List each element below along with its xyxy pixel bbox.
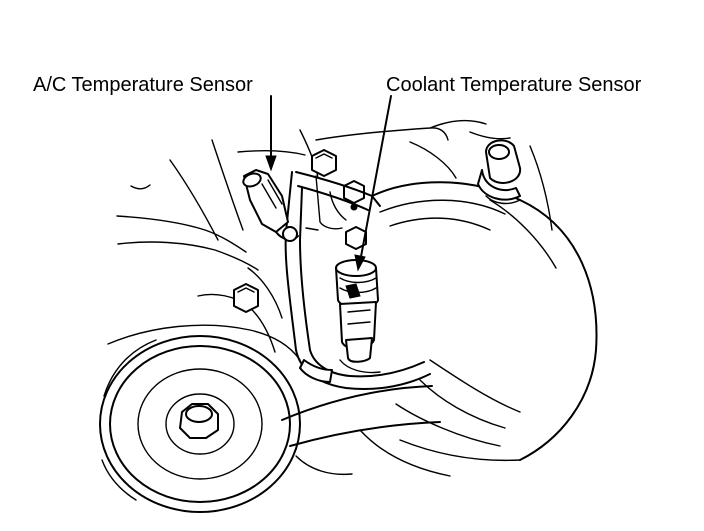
bolt-left xyxy=(233,283,259,313)
ac-sensor-leader xyxy=(265,95,277,172)
breather-elbow xyxy=(477,139,522,205)
bolt-lower xyxy=(345,226,367,250)
water-outlet-housing xyxy=(284,171,431,391)
bolt-mid xyxy=(343,180,365,211)
coolant-sensor-leader xyxy=(354,95,392,272)
ac-temperature-sensor xyxy=(242,169,299,242)
engine-block-outline xyxy=(107,119,598,477)
coolant-temperature-sensor xyxy=(335,259,379,363)
ac-temperature-sensor-label: A/C Temperature Sensor xyxy=(33,74,253,96)
coolant-temperature-sensor-label: Coolant Temperature Sensor xyxy=(386,74,642,96)
crankshaft-pulley xyxy=(99,335,301,513)
bolt-top xyxy=(311,149,337,177)
